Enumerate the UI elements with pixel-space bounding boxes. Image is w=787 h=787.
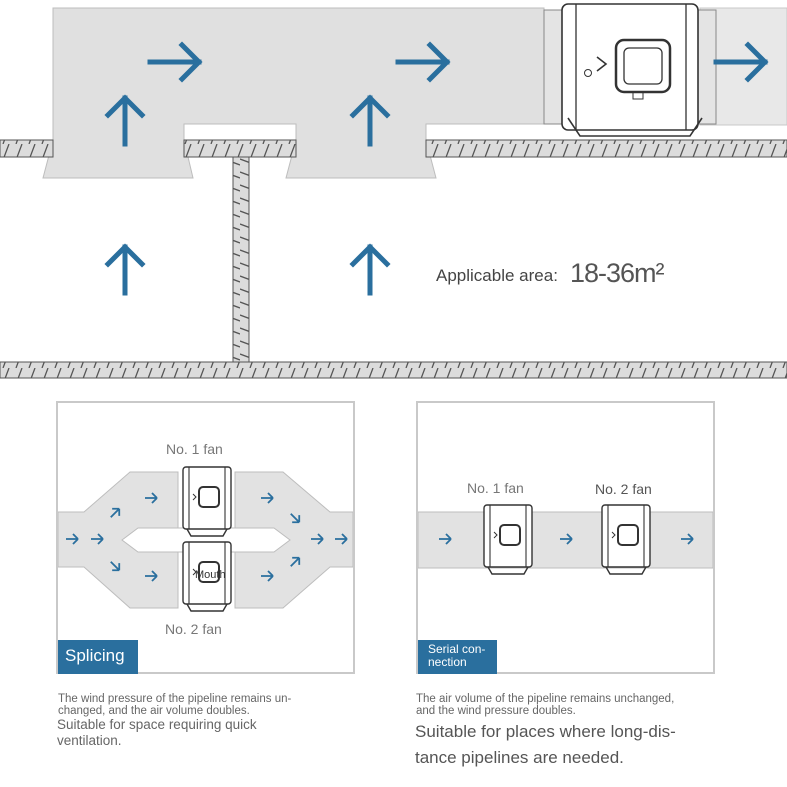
ceiling-slab-right	[425, 139, 787, 158]
splicing-desc-small: The wind pressure of the pipeline remain…	[58, 693, 292, 717]
floor-slab	[0, 361, 787, 379]
splicing-tag: Splicing	[58, 640, 138, 674]
ceiling-slab-left	[0, 139, 54, 158]
arrow-up-icon	[353, 247, 387, 293]
splicing-desc-big: Suitable for space requiring quick venti…	[57, 717, 257, 748]
serial-desc-big: Suitable for places where long-dis- tanc…	[415, 722, 676, 767]
applicable-area-value: 18-36m²	[570, 258, 665, 288]
ceiling-slab-mid	[183, 139, 297, 158]
splicing-panel	[56, 401, 355, 674]
partition-wall	[232, 156, 250, 363]
arrow-up-icon	[108, 247, 142, 293]
serial-tag: Serial con- nection	[418, 640, 497, 674]
inline-fan	[543, 3, 717, 137]
serial-panel	[416, 401, 715, 674]
serial-desc-small: The air volume of the pipeline remains u…	[416, 693, 675, 717]
serial-fan2-label: No. 2 fan	[595, 481, 652, 497]
splicing-mouth-label: Mouth	[195, 569, 226, 581]
splicing-fan1-label: No. 1 fan	[166, 441, 223, 457]
serial-fan1-label: No. 1 fan	[467, 480, 524, 496]
splicing-diagram	[57, 466, 354, 612]
applicable-area-label: Applicable area:	[436, 266, 558, 285]
splicing-fan2-label: No. 2 fan	[165, 621, 222, 637]
